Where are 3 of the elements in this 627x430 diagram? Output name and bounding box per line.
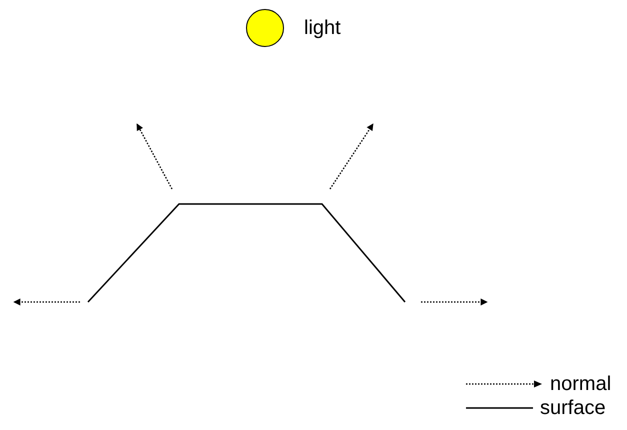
- legend-label: surface: [540, 396, 606, 420]
- light-label: light: [304, 16, 341, 40]
- legend-label: normal: [550, 372, 612, 396]
